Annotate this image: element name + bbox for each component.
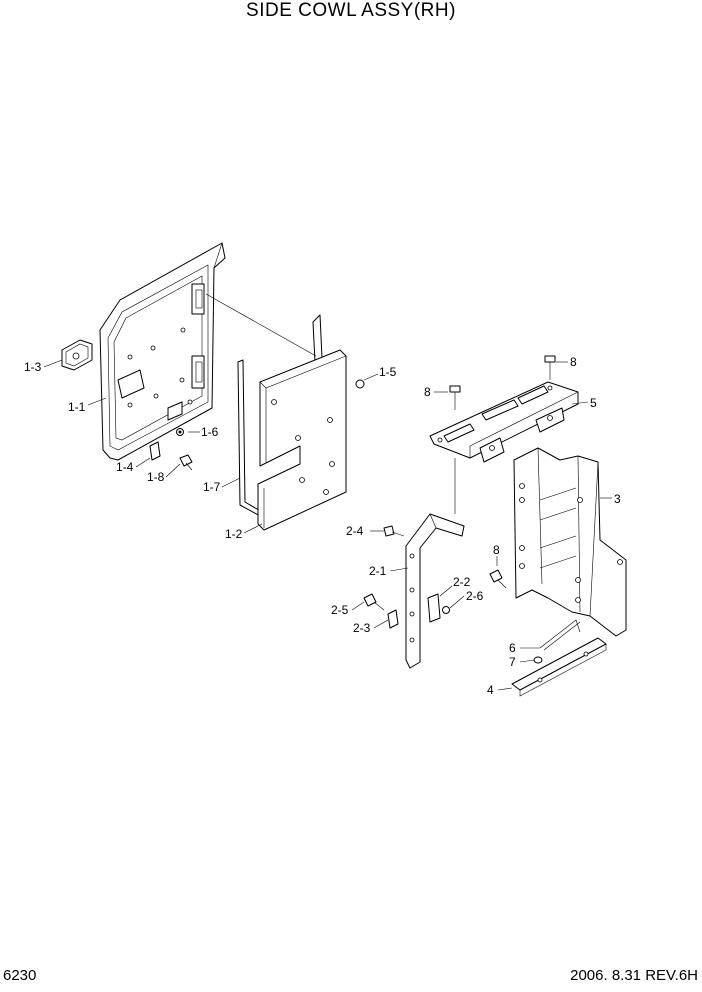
callout-1-8: 1-8: [147, 470, 165, 484]
part-striker: [149, 441, 161, 461]
page-title: SIDE COWL ASSY(RH): [246, 0, 456, 21]
callout-8-a: 8: [424, 385, 431, 399]
part-plug: [355, 379, 365, 389]
callout-2-6: 2-6: [466, 589, 484, 603]
part-small-plate: [427, 593, 441, 623]
callout-1-5: 1-5: [379, 365, 397, 379]
page-number: 6230: [3, 967, 37, 984]
callout-2-2: 2-2: [453, 575, 471, 589]
leader-lines: [43, 293, 612, 691]
callout-2-3: 2-3: [353, 621, 371, 635]
part-bar: [511, 637, 607, 697]
callout-6: 6: [509, 641, 516, 655]
part-lock: [61, 339, 93, 371]
callout-labels: 1-3 1-1 1-6 1-4 1-8 1-7 1-2 1-5 8 8 5 3 …: [24, 355, 621, 697]
part-bolt-2-4: [383, 525, 405, 537]
part-bracket: [405, 513, 465, 669]
callout-4: 4: [487, 683, 494, 697]
callout-1-7: 1-7: [203, 480, 221, 494]
callout-8-c: 8: [493, 543, 500, 557]
part-washer: [533, 656, 543, 664]
callout-3: 3: [614, 492, 621, 506]
date-revision: 2006. 8.31 REV.6H: [570, 967, 698, 984]
callout-2-4: 2-4: [346, 524, 364, 538]
part-nut-2-6: [442, 606, 450, 614]
callout-5: 5: [590, 396, 597, 410]
part-panel: [257, 314, 347, 531]
callout-1-6: 1-6: [201, 425, 219, 439]
part-clip: [387, 609, 399, 629]
part-u-bolt: [539, 619, 581, 651]
callout-2-1: 2-1: [369, 564, 387, 578]
callout-2-5: 2-5: [331, 603, 349, 617]
callout-1-3: 1-3: [24, 360, 42, 374]
callout-1-1: 1-1: [68, 400, 86, 414]
part-nut: [176, 428, 184, 436]
part-bolt-8: [449, 355, 556, 589]
callout-8-b: 8: [570, 355, 577, 369]
callout-1-2: 1-2: [225, 527, 243, 541]
part-bolt-2-5: [363, 593, 385, 611]
part-cover: [513, 447, 627, 637]
part-door-frame: [99, 242, 226, 461]
callout-7: 7: [509, 655, 516, 669]
callout-1-4: 1-4: [116, 460, 134, 474]
part-plate: [429, 381, 579, 463]
part-bolt-1-8: [179, 454, 193, 471]
